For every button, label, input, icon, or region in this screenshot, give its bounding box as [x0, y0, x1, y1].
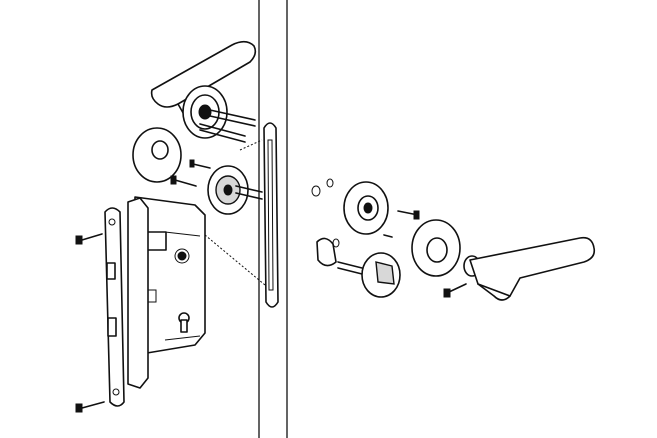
thumbturn-rose-right [311, 178, 420, 238]
spindle-rose-left [207, 165, 263, 215]
rose-cover-right [411, 219, 461, 277]
strike-plate [263, 122, 279, 308]
lever-handle-right [463, 236, 596, 301]
door-leaf [258, 0, 288, 438]
grub-screw [443, 283, 467, 298]
escutcheon-ring-left [132, 127, 182, 183]
rose-plate-left [182, 85, 256, 143]
forend-plate [104, 197, 149, 407]
wood-screw [170, 159, 211, 187]
wood-screw [75, 233, 105, 413]
mortise-lock-body [134, 196, 206, 356]
assembly-guide-lines [204, 139, 266, 286]
thumbturn [316, 237, 401, 298]
